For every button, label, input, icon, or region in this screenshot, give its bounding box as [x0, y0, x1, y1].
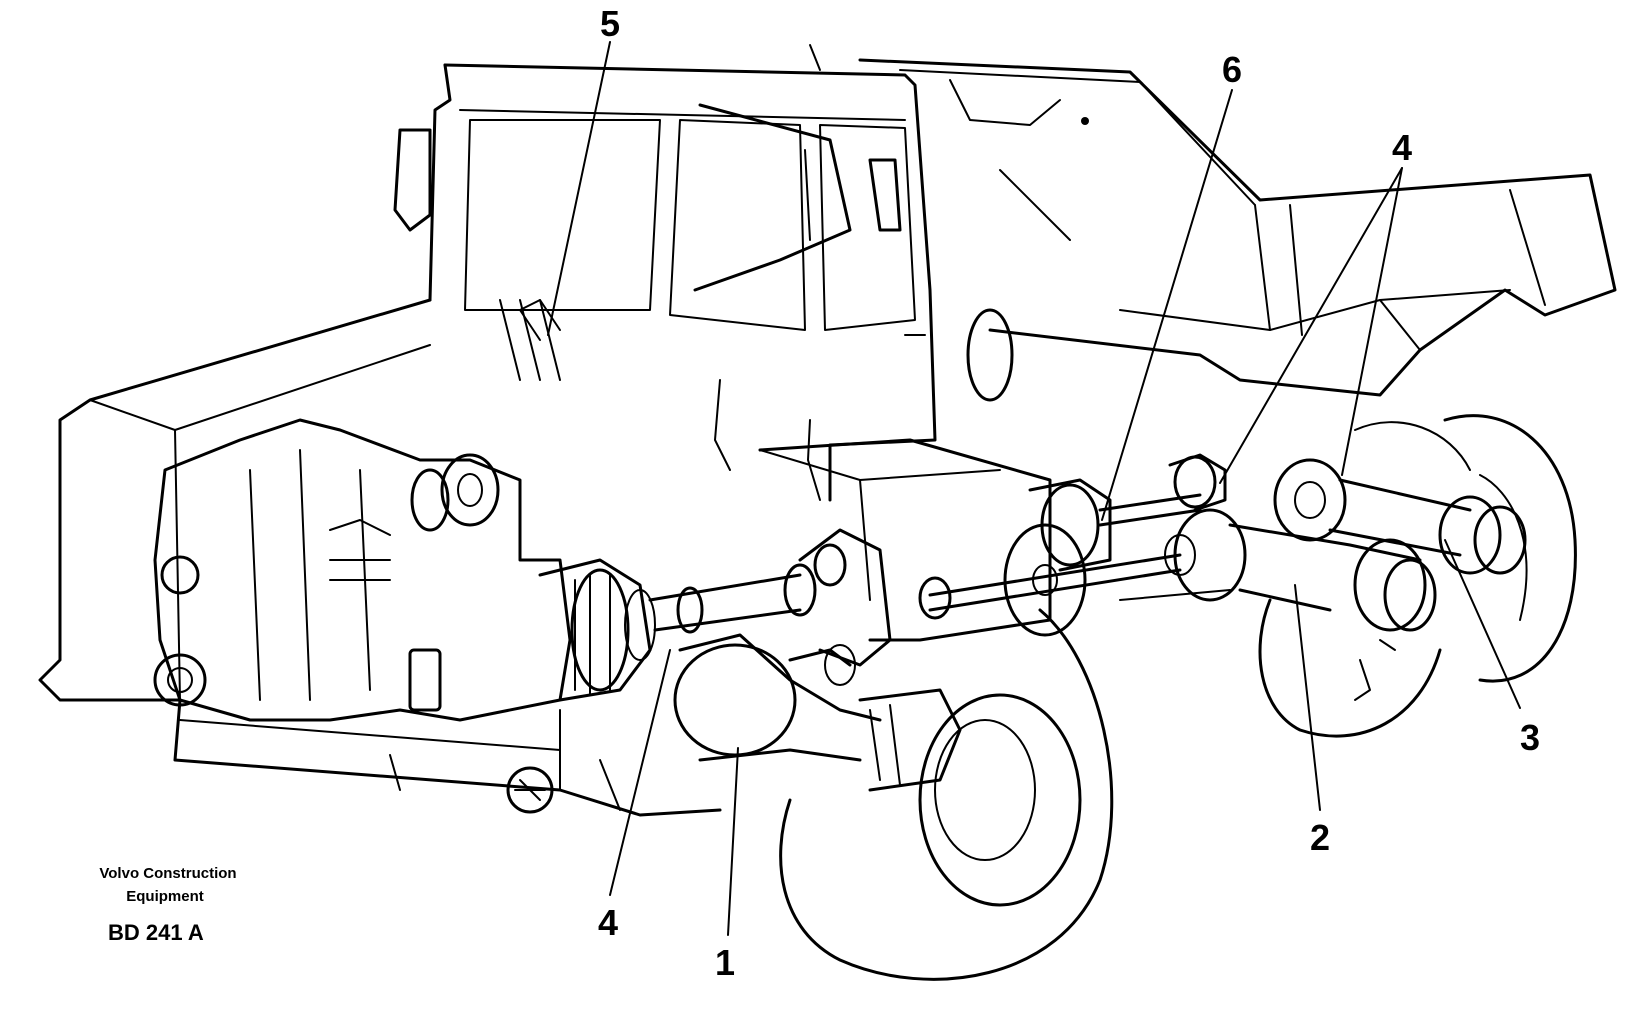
callout-5: 5 [600, 3, 620, 44]
credit-line-2: Equipment [126, 888, 204, 905]
engine [153, 418, 572, 722]
front-propeller-shaft [648, 528, 892, 667]
callout-6: 6 [1222, 49, 1242, 90]
cab [393, 44, 937, 502]
callout-4-rear: 4 [1392, 127, 1412, 168]
bogie-wheels [1258, 414, 1577, 738]
center-bearing [1028, 478, 1202, 572]
callout-labels: 5 6 4 4 3 2 1 4 [598, 3, 1540, 983]
credit-block: Volvo Construction Equipment BD 241 A [99, 865, 236, 945]
callout-4-front: 4 [598, 902, 618, 943]
second-rear-axle [1168, 453, 1527, 575]
credit-line-1: Volvo Construction [99, 865, 236, 882]
callout-3: 3 [1520, 717, 1540, 758]
callout-2: 2 [1310, 817, 1330, 858]
transmission [538, 558, 656, 702]
middle-propeller-shaft [918, 523, 1182, 637]
figure-code: BD 241 A [108, 920, 204, 945]
first-rear-axle [1164, 508, 1437, 632]
callout-1: 1 [715, 942, 735, 983]
dump-body [858, 58, 1617, 402]
center-frame [758, 438, 1231, 642]
front-frame [38, 298, 722, 817]
front-wheel [779, 608, 1114, 981]
front-axle [673, 633, 962, 792]
leader-lines [547, 41, 1521, 936]
